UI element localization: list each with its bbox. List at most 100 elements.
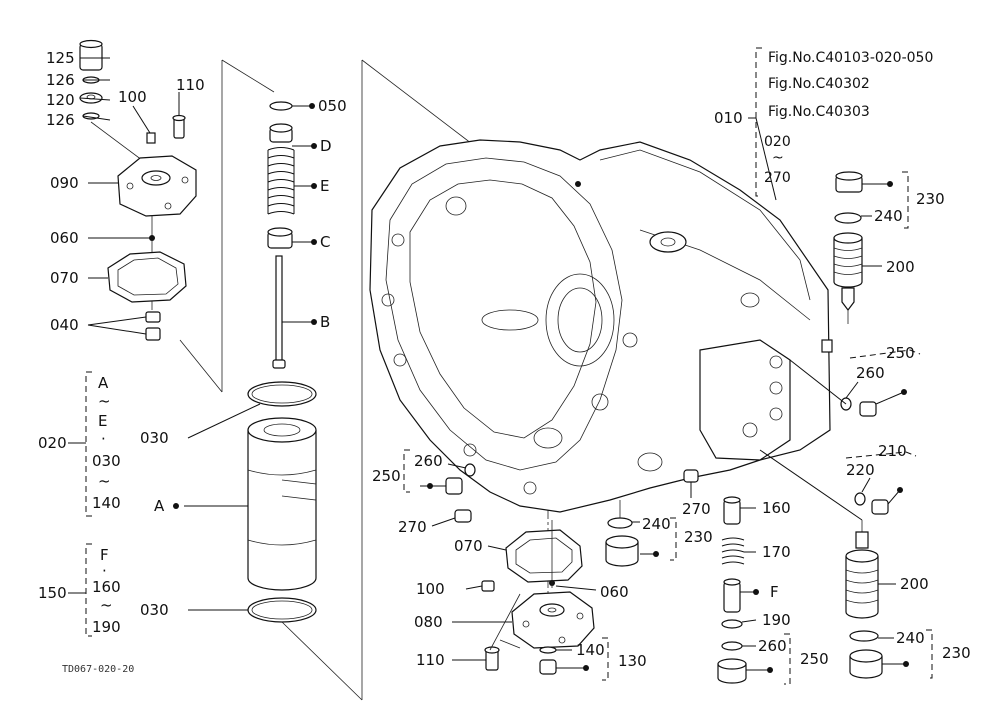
part-070-gasket-b-inner	[515, 537, 573, 574]
part-230-plug-b	[605, 542, 639, 567]
part-260-oring-c	[721, 641, 743, 651]
part-200-valve-a-top	[833, 232, 863, 244]
callout-260a: 260	[856, 364, 885, 382]
asm020-item-5: ~	[98, 472, 111, 490]
callout-210: 210	[878, 442, 907, 460]
ref-fig-2: Fig.No.C40302	[768, 76, 870, 92]
part-250-plug-c-top	[717, 658, 747, 670]
part-D-seat-top	[269, 123, 293, 133]
part-080-bore	[547, 607, 557, 613]
bottom-right-valve-group	[845, 520, 883, 679]
callout-100b: 100	[416, 580, 445, 598]
leader-040a	[87, 316, 147, 326]
callout-220: 220	[846, 461, 875, 479]
callout-250c: 250	[800, 650, 829, 668]
part-200-valve-b-tip	[855, 531, 869, 549]
housing-port-4	[742, 422, 758, 438]
part-090-hole-3	[164, 202, 172, 210]
callout-230c: 230	[942, 644, 971, 662]
part-110-bolt-head	[172, 114, 186, 122]
callout-190: 190	[762, 611, 791, 629]
asm020-item-3: ·	[101, 430, 106, 448]
part-090-plate	[117, 155, 197, 217]
part-250-plug-b	[445, 477, 463, 495]
callout-D: D	[320, 137, 332, 155]
leader-270a	[431, 517, 456, 527]
valve-stack-group	[247, 101, 317, 623]
callout-F: F	[770, 583, 779, 601]
housing-top-port-hole	[660, 237, 676, 247]
bracket-130	[602, 637, 609, 681]
part-270-plug-a	[454, 509, 472, 523]
part-250-plug-a	[859, 401, 877, 417]
ref-range-end: 270	[764, 170, 791, 186]
grouping-brackets	[85, 47, 933, 685]
part-070-gasket-b	[505, 529, 583, 583]
housing-bolt-boss-5	[463, 443, 477, 457]
part-A-cylinder	[247, 430, 317, 591]
part-140-oring	[539, 646, 557, 654]
ref-fig-3: Fig.No.C40303	[768, 104, 870, 120]
callout-050: 050	[318, 97, 347, 115]
part-040-dowel-b	[145, 327, 161, 341]
asm020-item-4: 030	[92, 452, 121, 470]
part-260-oring-b	[464, 463, 476, 477]
asm150-item-0: F	[100, 546, 109, 564]
bracket-020	[85, 371, 92, 517]
dot-D	[311, 143, 317, 149]
part-090-hole-1	[126, 182, 134, 190]
housing-top-port	[649, 231, 687, 253]
asm150-item-4: 190	[92, 618, 121, 636]
bracket-230b	[670, 517, 677, 561]
part-090-hole-2	[181, 176, 189, 184]
housing-pin	[575, 181, 581, 187]
part-220-oring	[854, 492, 866, 506]
callout-140: 140	[576, 641, 605, 659]
housing-side-boss	[740, 292, 760, 308]
leader-030a	[187, 403, 261, 439]
callout-030b: 030	[140, 601, 169, 619]
housing-bell-flange	[385, 157, 623, 471]
housing-valve-block	[699, 339, 791, 461]
part-080-hole-2	[576, 612, 584, 620]
callout-160: 160	[762, 499, 791, 517]
callout-250a: 250	[886, 344, 915, 362]
dot-250c	[767, 667, 773, 673]
bracket-210	[845, 451, 917, 459]
part-C-retainer-top	[267, 227, 293, 237]
part-030-ring-b-inner	[251, 600, 313, 620]
callout-120: 120	[46, 91, 75, 109]
leader-lines	[79, 57, 909, 673]
bracket-230c	[926, 629, 933, 679]
housing-bolt-boss-4	[393, 353, 407, 367]
callout-090: 090	[50, 174, 79, 192]
dot-F	[753, 589, 759, 595]
part-F-spool-top	[723, 578, 741, 586]
callout-B: B	[320, 313, 330, 331]
part-190-washer	[721, 619, 743, 629]
part-A-cylinder-top	[247, 417, 317, 443]
bracket-010	[755, 47, 762, 197]
leader-010-housing	[755, 117, 777, 201]
part-110-bolt-b-head	[484, 646, 500, 654]
part-200-valve-b	[845, 556, 879, 619]
part-170-spring	[721, 537, 745, 565]
callout-270b: 270	[682, 500, 711, 518]
housing-side-port	[637, 452, 663, 472]
part-050-snap-ring	[269, 101, 293, 111]
transmission-housing	[369, 139, 833, 513]
dot-C	[311, 239, 317, 245]
leader-100a	[132, 105, 151, 134]
leader-260b	[447, 463, 467, 469]
asm020-label: 020	[38, 434, 67, 452]
leader-120	[79, 97, 111, 101]
callout-040: 040	[50, 316, 79, 334]
callout-060a: 060	[50, 229, 79, 247]
dot-060a	[149, 235, 155, 241]
left-plate-group	[79, 39, 197, 341]
callout-270a: 270	[398, 518, 427, 536]
dot-050	[309, 103, 315, 109]
part-240-oring-a	[834, 212, 862, 224]
housing-bolt-boss-8	[622, 332, 638, 348]
